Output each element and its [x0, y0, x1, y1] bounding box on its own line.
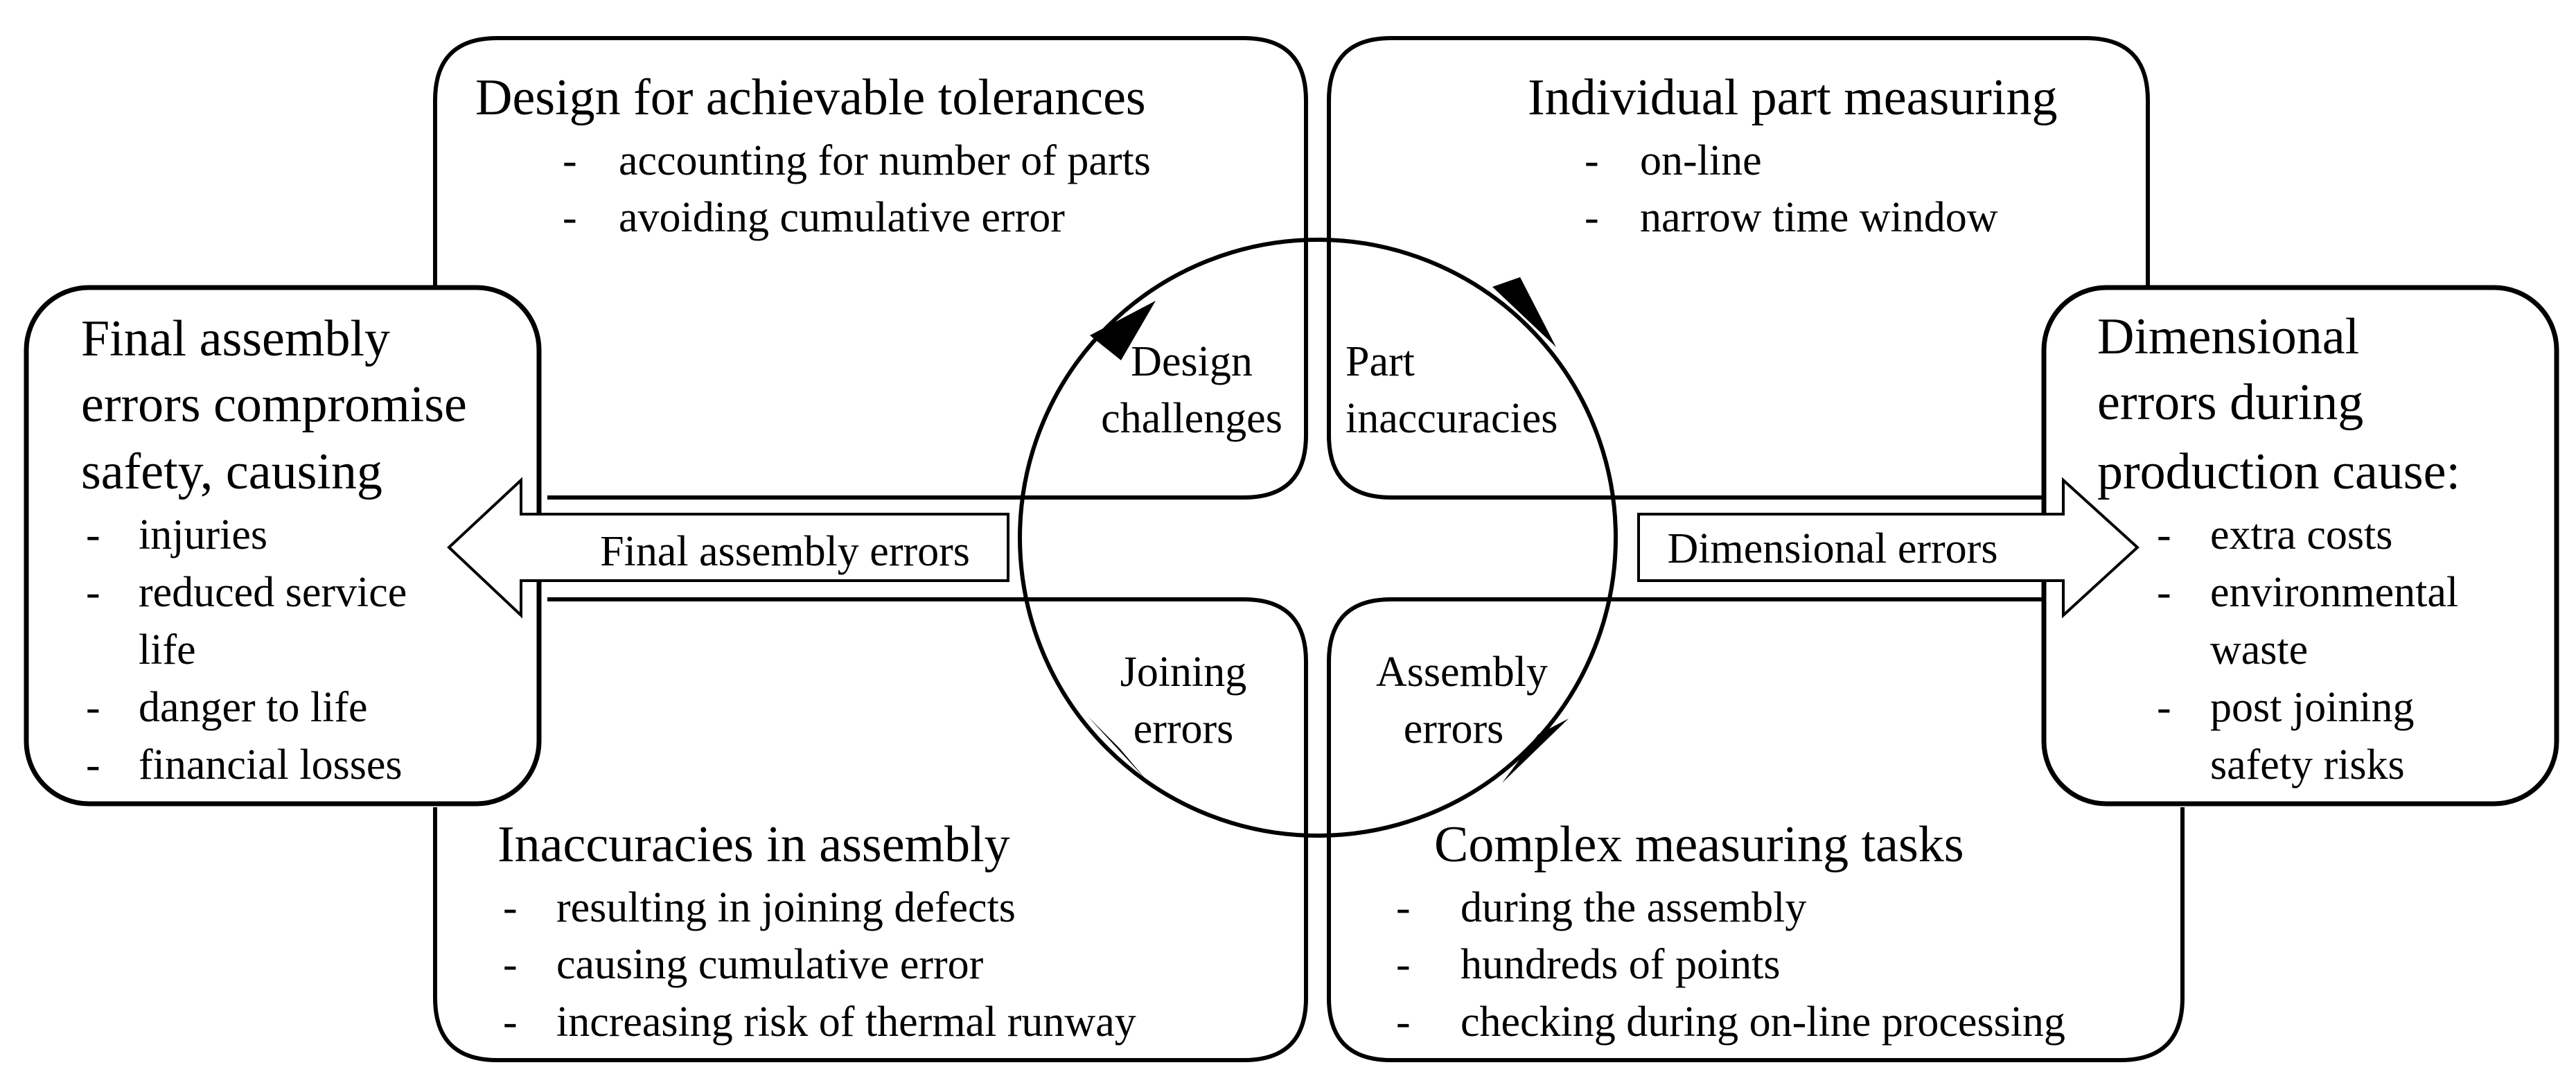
- bullet-dash: -: [1585, 194, 1599, 241]
- design-item-1: accounting for number of parts: [619, 137, 1151, 184]
- bullet-dash: -: [1396, 998, 1411, 1046]
- measuring-item-1: during the assembly: [1461, 884, 1806, 931]
- measuring-item-3: checking during on-line processing: [1461, 998, 2065, 1046]
- bullet-dash: -: [86, 684, 100, 731]
- cycle-label-part-2: inaccuracies: [1346, 395, 1558, 442]
- final-item-2: reduced service: [139, 569, 407, 616]
- final-title-line-3: safety, causing: [81, 443, 382, 500]
- dimensional-item-2: environmental: [2210, 569, 2458, 616]
- part-item-1: on-line: [1640, 137, 1762, 184]
- bullet-dash: -: [503, 998, 518, 1046]
- final-item-3: danger to life: [139, 684, 368, 731]
- cycle-label-joining-1: Joining: [1120, 649, 1247, 696]
- design-box-title: Design for achievable tolerances: [475, 69, 1146, 126]
- cycle-label-part-1: Part: [1346, 338, 1415, 385]
- bullet-dash: -: [1396, 884, 1411, 931]
- joining-box: [433, 597, 1308, 1062]
- cycle-label-assembly-1: Assembly: [1376, 649, 1548, 696]
- dimensional-item-3-cont: safety risks: [2210, 741, 2405, 789]
- arrowhead-assembly: [1502, 719, 1569, 783]
- measuring-box-title: Complex measuring tasks: [1434, 816, 1964, 873]
- dimensional-title-line-1: Dimensional: [2097, 308, 2359, 365]
- final-item-1: injuries: [139, 511, 267, 558]
- design-item-2: avoiding cumulative error: [619, 194, 1065, 241]
- cycle-arrowheads: [1088, 277, 1569, 783]
- cycle-label-design-1: Design: [1131, 338, 1253, 385]
- arrowhead-design: [1090, 301, 1156, 360]
- dimensional-item-3: post joining: [2210, 684, 2415, 731]
- final-title-line-1: Final assembly: [81, 310, 390, 367]
- dimensional-item-1: extra costs: [2210, 511, 2392, 558]
- dimensional-errors-label: Dimensional errors: [1668, 525, 1998, 572]
- bullet-dash: -: [563, 137, 577, 184]
- bullet-dash: -: [86, 569, 100, 616]
- dimensional-item-2-cont: waste: [2210, 626, 2308, 673]
- joining-item-2: causing cumulative error: [556, 941, 984, 988]
- joining-item-3: increasing risk of thermal runway: [556, 998, 1136, 1046]
- joining-item-1: resulting in joining defects: [556, 884, 1016, 931]
- bullet-dash: -: [2157, 511, 2171, 558]
- final-item-2-cont: life: [139, 626, 196, 673]
- dimensional-title-line-3: production cause:: [2097, 443, 2460, 500]
- part-item-2: narrow time window: [1640, 194, 1998, 241]
- part-box-title: Individual part measuring: [1528, 69, 2057, 126]
- dimensional-title-line-2: errors during: [2097, 374, 2363, 431]
- cycle-label-assembly-2: errors: [1404, 705, 1504, 752]
- bullet-dash: -: [1585, 137, 1599, 184]
- final-assembly-errors-arrow: [447, 477, 1009, 619]
- measuring-item-2: hundreds of points: [1461, 941, 1781, 988]
- final-title-line-2: errors compromise: [81, 376, 467, 433]
- cycle-circle: [1018, 238, 1618, 838]
- cycle-label-joining-2: errors: [1133, 705, 1234, 752]
- part-box: [1327, 36, 2150, 500]
- bullet-dash: -: [563, 194, 577, 241]
- arrowhead-joining: [1088, 716, 1146, 780]
- bullet-dash: -: [86, 511, 100, 558]
- bullet-dash: -: [503, 884, 518, 931]
- design-box: [433, 36, 1308, 500]
- joining-box-title: Inaccuracies in assembly: [497, 816, 1010, 873]
- bullet-dash: -: [503, 941, 518, 988]
- final-item-4: financial losses: [139, 741, 403, 789]
- bullet-dash: -: [1396, 941, 1411, 988]
- bullet-dash: -: [2157, 569, 2171, 616]
- dimensional-errors-arrow: [1637, 477, 2140, 619]
- arrowhead-part: [1492, 277, 1556, 347]
- measuring-box: [1327, 597, 2185, 1062]
- final-assembly-errors-label: Final assembly errors: [600, 528, 970, 575]
- bullet-dash: -: [86, 741, 100, 789]
- bullet-dash: -: [2157, 684, 2171, 731]
- cycle-label-design-2: challenges: [1101, 395, 1282, 442]
